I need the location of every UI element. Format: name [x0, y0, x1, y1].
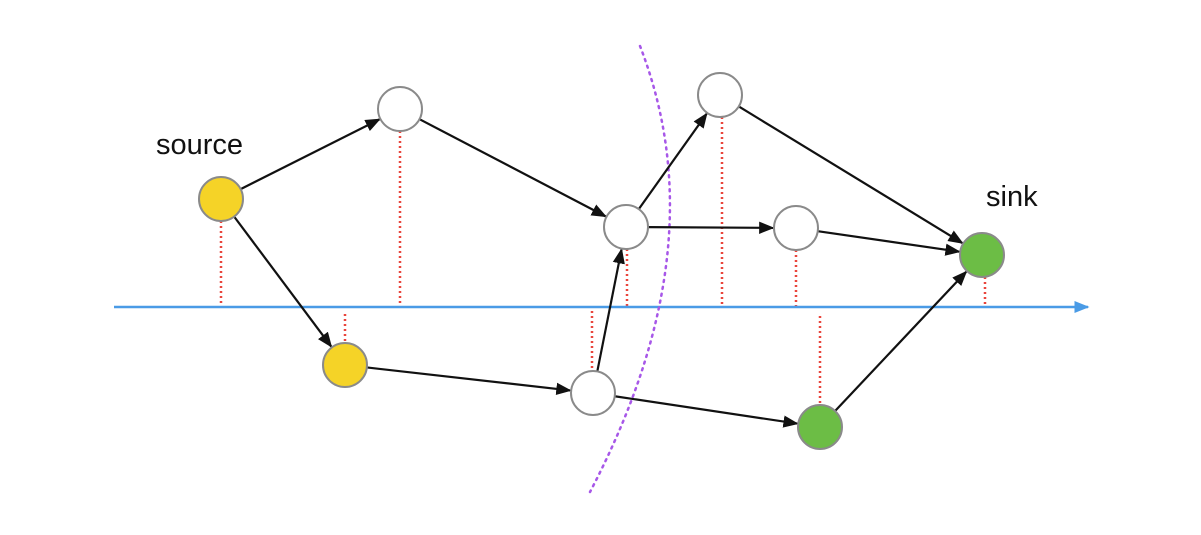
edge-n1-n3: [240, 118, 381, 191]
cut-curve: [588, 44, 672, 494]
nodes: [198, 72, 1005, 450]
edge-n8-n9: [834, 270, 968, 412]
node-n5-intermediate: [570, 370, 616, 416]
edge-n6-n9: [738, 105, 964, 244]
edge-n5-n8: [614, 395, 799, 428]
edge-n1-n2: [233, 215, 333, 348]
sink-label: sink: [986, 181, 1038, 213]
edge-n5-n4: [596, 248, 625, 372]
projection-lines: [219, 117, 987, 405]
node-n7-intermediate: [773, 205, 819, 251]
edge-n4-n6: [637, 112, 708, 210]
source-label: source: [156, 129, 243, 161]
node-n2-source-side: [322, 342, 368, 388]
edge-n7-n9: [817, 230, 961, 256]
node-n6-intermediate: [697, 72, 743, 118]
node-n1-source: [198, 176, 244, 222]
edge-n2-n5: [366, 366, 572, 395]
node-n3-intermediate: [377, 86, 423, 132]
edge-n3-n4: [418, 118, 607, 218]
node-n9-sink: [959, 232, 1005, 278]
edge-n4-n7: [647, 221, 775, 234]
edges: [233, 105, 968, 428]
node-n4-intermediate: [603, 204, 649, 250]
node-n8-sink-side: [797, 404, 843, 450]
